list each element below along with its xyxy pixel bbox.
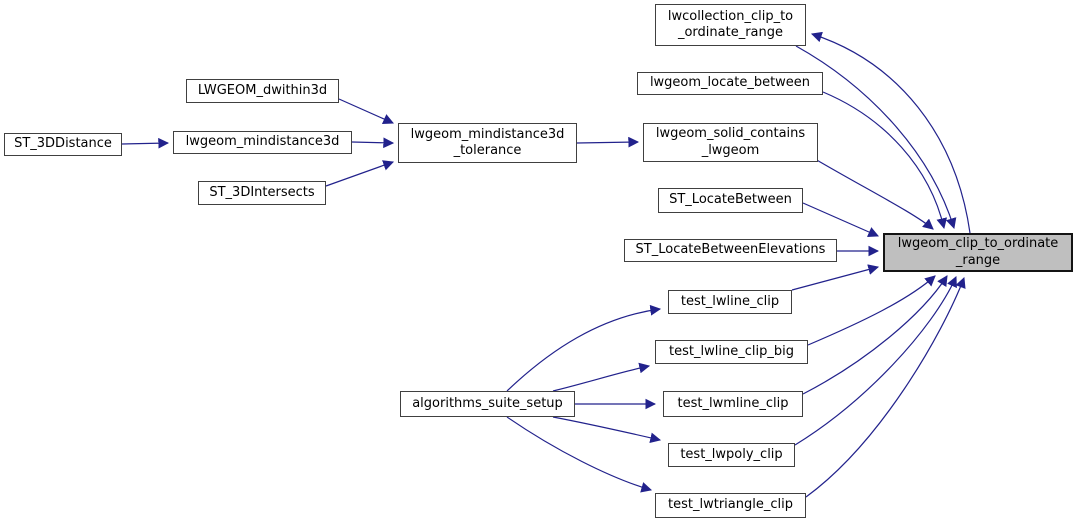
edge-locate-main — [822, 91, 948, 230]
edge-st3dd-mind3d — [121, 137, 170, 149]
node-tmline[interactable]: test_lwmline_clip — [663, 391, 803, 417]
edge-dwithin3d-mind3dtol — [338, 98, 394, 124]
edge-tpoly-main — [794, 276, 957, 446]
node-locate[interactable]: lwgeom_locate_between — [637, 72, 823, 95]
edge-ttri-main — [805, 276, 966, 498]
node-dwithin3d[interactable]: LWGEOM_dwithin3d — [186, 79, 339, 103]
node-algo[interactable]: algorithms_suite_setup — [400, 391, 575, 417]
node-collect[interactable]: lwcollection_clip_to _ordinate_range — [655, 4, 806, 46]
node-tpoly[interactable]: test_lwpoly_clip — [668, 443, 795, 467]
node-mind3d[interactable]: lwgeom_mindistance3d — [173, 131, 352, 154]
node-st3dint[interactable]: ST_3DIntersects — [198, 181, 326, 205]
node-ttri[interactable]: test_lwtriangle_clip — [655, 493, 806, 518]
edge-algo-tlline — [506, 304, 662, 392]
node-solid[interactable]: lwgeom_solid_contains _lwgeom — [643, 123, 818, 162]
edge-mind3dtol-solid — [576, 136, 640, 148]
edge-algo-ttri — [506, 416, 653, 493]
edge-solid-main — [814, 158, 934, 230]
node-stlb[interactable]: ST_LocateBetween — [658, 188, 803, 213]
node-stlbe[interactable]: ST_LocateBetweenElevations — [624, 239, 837, 262]
edge-stlb-main — [802, 202, 879, 238]
edge-main-collect — [810, 31, 971, 234]
edge-tlline-main — [791, 264, 880, 291]
node-tllinebig[interactable]: test_lwline_clip_big — [655, 340, 808, 364]
node-st3dd[interactable]: ST_3DDistance — [4, 133, 122, 156]
edge-tmline-main — [802, 275, 948, 395]
edge-algo-tllinebig — [552, 362, 651, 392]
edge-tllinebig-main — [807, 275, 936, 346]
node-main: lwgeom_clip_to_ordinate _range — [883, 233, 1073, 272]
edge-algo-tpoly — [552, 416, 662, 444]
node-mind3dtol[interactable]: lwgeom_mindistance3d _tolerance — [398, 123, 577, 163]
edge-mind3d-mind3dtol — [351, 137, 395, 149]
edge-collect-main — [795, 45, 957, 230]
node-tlline[interactable]: test_lwline_clip — [668, 290, 792, 314]
edge-st3dint-mind3dtol — [325, 160, 395, 187]
